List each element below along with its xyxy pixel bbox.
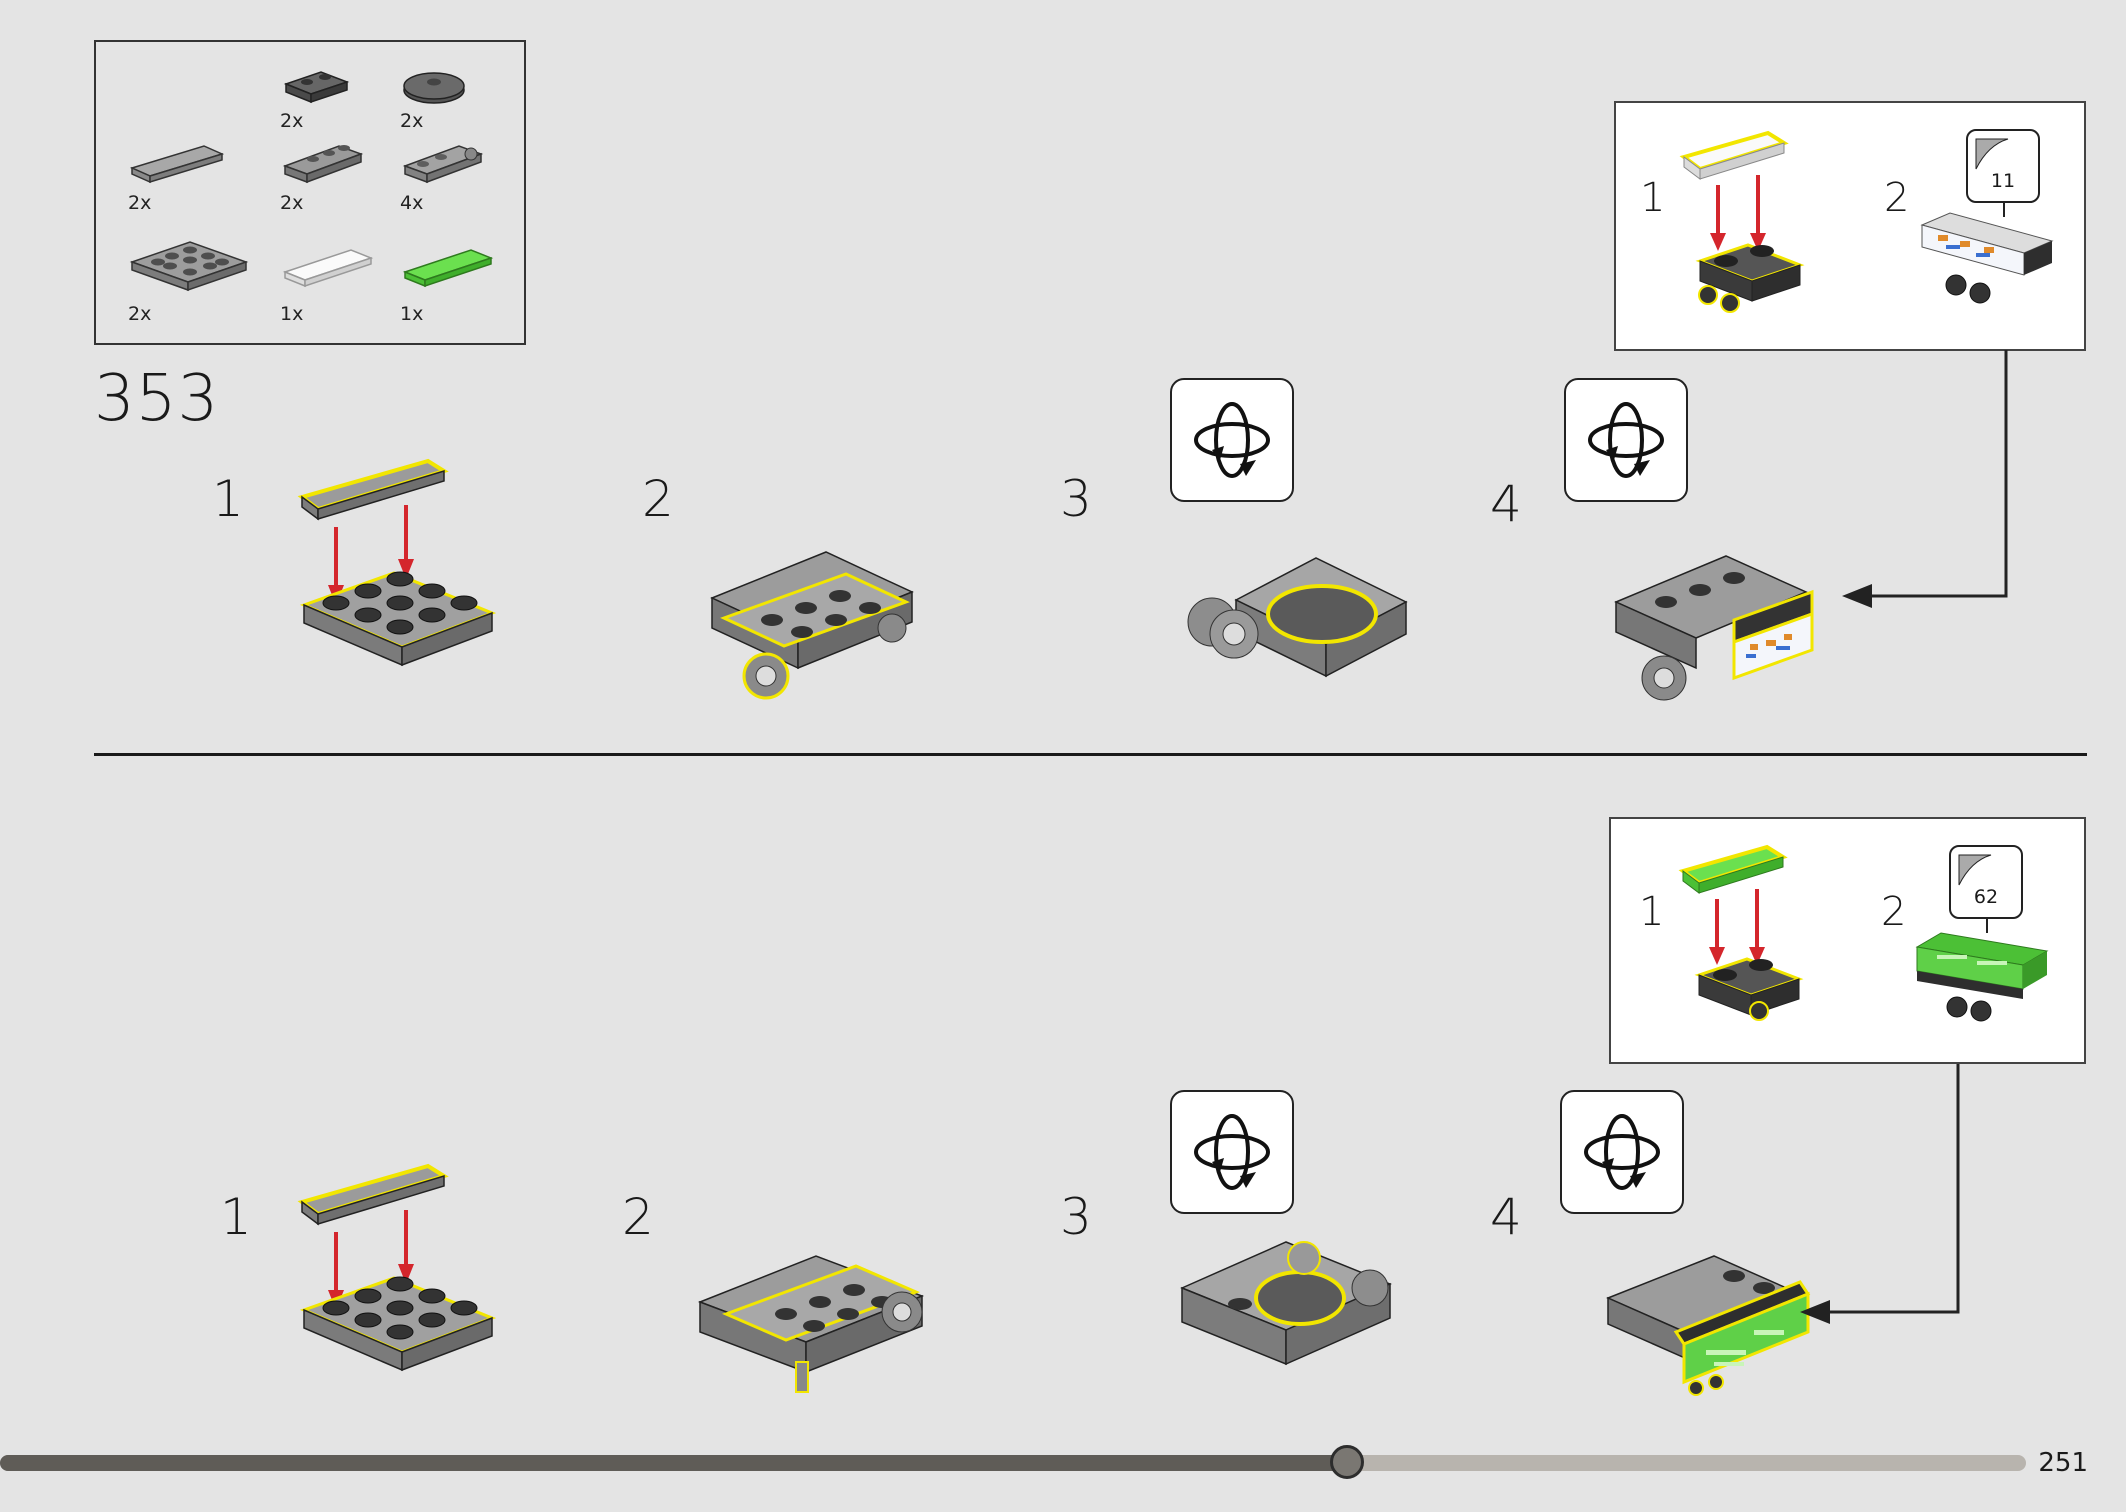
- substep-number: 3: [1060, 470, 1092, 528]
- build-step-white-sticker-attached: [1614, 555, 1814, 701]
- part-qty: 2x: [128, 192, 152, 214]
- build-step-tile-on-plate: [297, 458, 496, 667]
- plate-3x3-icon: [129, 241, 249, 292]
- part-qty: 2x: [128, 303, 152, 325]
- green-sticker-applied: [1915, 917, 2049, 1022]
- sticker-number-icon: 11: [1966, 129, 2040, 203]
- part-qty: 1x: [280, 303, 304, 325]
- build-step-round-plate: [1187, 557, 1408, 678]
- rotate-model-icon: [1564, 378, 1688, 502]
- build-step-clips-added: [710, 551, 914, 700]
- substep-number: 2: [622, 1188, 654, 1246]
- progress-handle[interactable]: [1330, 1445, 1364, 1479]
- page-number: 251: [2038, 1448, 2088, 1478]
- parts-list: 2x 2x 2x 2x 4x 2x: [94, 40, 526, 345]
- sticker-number-icon: 62: [1949, 845, 2023, 919]
- callout-substep-number: 1: [1640, 175, 1666, 221]
- white-tile-on-clip-plate: [1679, 130, 1805, 313]
- build-step-tile-on-plate: [297, 1163, 496, 1372]
- substep-number: 4: [1490, 1188, 1522, 1246]
- tile-1x4-grey-icon: [129, 145, 225, 184]
- sub-assembly-callout: 1 2 11: [1614, 101, 2086, 351]
- callout-substep-number: 2: [1881, 889, 1907, 935]
- rotate-model-icon: [1170, 1090, 1294, 1214]
- substep-number: 4: [1490, 475, 1522, 533]
- round-plate-icon: [403, 72, 465, 104]
- section-divider: [94, 753, 2087, 756]
- part-qty: 2x: [280, 110, 304, 132]
- substep-number: 1: [220, 1188, 252, 1246]
- callout-pointer-arrow: [1800, 1064, 1960, 1324]
- tile-green-icon: [402, 249, 494, 288]
- tile-white-icon: [282, 249, 374, 288]
- sub-assembly-callout: 1 2 62: [1609, 817, 2086, 1064]
- plate-with-pin-hole-icon: [402, 145, 484, 184]
- step-number: 353: [94, 362, 220, 436]
- callout-pointer-arrow: [1842, 350, 2008, 608]
- substep-number: 1: [212, 470, 244, 528]
- plate-with-clip-icon: [283, 71, 350, 104]
- part-qty: 1x: [400, 303, 424, 325]
- callout-substep-number: 1: [1639, 889, 1665, 935]
- sticker-number: 62: [1973, 886, 1999, 908]
- rotate-model-icon: [1170, 378, 1294, 502]
- build-step-green-sticker-attached: [1606, 1255, 1811, 1396]
- build-step-round-plate: [1180, 1241, 1392, 1366]
- part-qty: 2x: [400, 110, 424, 132]
- rotate-model-icon: [1560, 1090, 1684, 1214]
- build-step-clips-added: [697, 1255, 925, 1393]
- part-qty: 4x: [400, 192, 424, 214]
- callout-substep-number: 2: [1884, 175, 1910, 221]
- progress-fill: [0, 1455, 1347, 1471]
- green-tile-on-clip-plate: [1678, 844, 1804, 1021]
- substep-number: 3: [1060, 1188, 1092, 1246]
- substep-number: 2: [642, 470, 674, 528]
- white-sticker-applied: [1920, 201, 2054, 304]
- sticker-number: 11: [1990, 170, 2016, 192]
- plate-with-clips-icon: [282, 145, 364, 184]
- part-qty: 2x: [280, 192, 304, 214]
